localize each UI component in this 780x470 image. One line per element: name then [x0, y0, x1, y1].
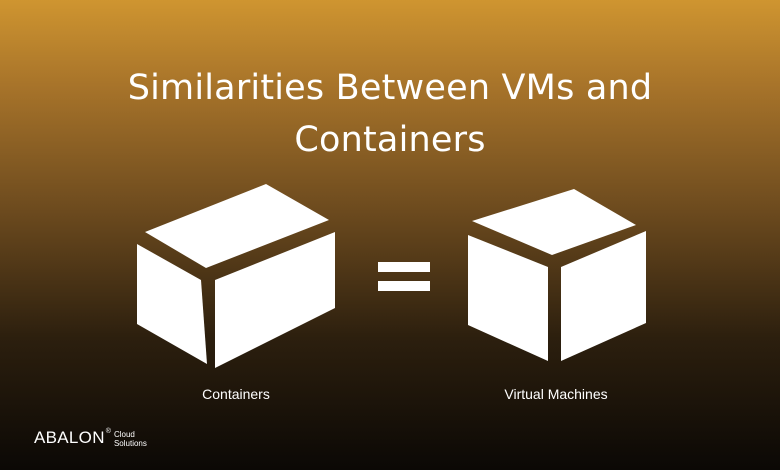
title-line-1: Similarities Between VMs and [127, 68, 653, 108]
cube-icon [468, 189, 646, 361]
box-icon [137, 184, 335, 368]
containers-label: Containers [202, 386, 270, 402]
virtual-machines-label: Virtual Machines [504, 386, 608, 402]
logo-brand: ABALON [34, 428, 105, 447]
logo-registered-mark: ® [105, 428, 111, 435]
title-line-2: Containers [294, 120, 486, 160]
abalon-logo: ABALON ® Cloud Solutions [34, 428, 147, 448]
logo-sub-line-1: Cloud [113, 430, 135, 439]
equals-icon [378, 262, 430, 291]
logo-subtitle: Cloud Solutions [114, 430, 147, 448]
slide-title: Similarities Between VMs and Containers [0, 62, 780, 166]
logo-sub-line-2: Solutions [113, 439, 147, 448]
